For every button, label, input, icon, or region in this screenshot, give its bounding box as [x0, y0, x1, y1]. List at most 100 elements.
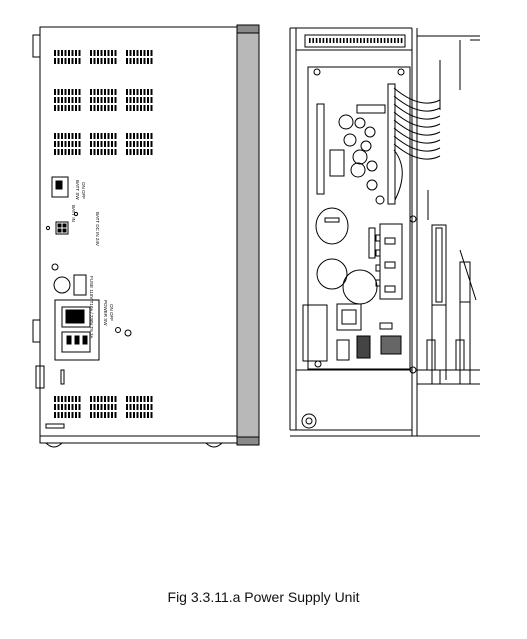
vent-slot: [104, 58, 106, 64]
vent-slot: [75, 58, 77, 64]
vent-slot: [97, 141, 99, 147]
vent-slot: [78, 404, 81, 410]
internal-view: [289, 27, 480, 437]
vent-slot: [363, 38, 365, 43]
vent-slot: [147, 149, 149, 155]
vent-slot: [394, 38, 396, 43]
vent-slot: [129, 396, 132, 402]
vent-slot: [140, 141, 142, 147]
vent-slot: [136, 58, 139, 64]
vent-slot: [68, 141, 70, 147]
battery-connector: [45, 211, 79, 235]
vent-slot: [339, 38, 342, 43]
vent-slot: [133, 58, 135, 64]
vent-slot: [64, 58, 67, 64]
vent-slot: [136, 97, 139, 103]
vent-slot: [104, 133, 106, 139]
vent-slot: [147, 105, 149, 111]
vent-slot: [61, 97, 63, 103]
vent-slot: [107, 58, 110, 64]
vent-slot: [140, 89, 142, 95]
vent-slot: [100, 105, 103, 111]
vent-slot: [75, 50, 77, 56]
vent-slot: [143, 133, 146, 139]
vent-slot: [107, 141, 110, 147]
vent-slot: [114, 133, 117, 139]
vent-slot: [97, 404, 99, 410]
vent-slot: [57, 97, 60, 103]
vent-slot: [129, 58, 132, 64]
vent-slot: [140, 133, 142, 139]
vent-slot: [150, 89, 153, 95]
vent-slot: [136, 396, 139, 402]
vent-slot: [133, 89, 135, 95]
vent-slot: [68, 50, 70, 56]
vent-slot: [126, 396, 128, 402]
vent-slot: [129, 404, 132, 410]
vent-slot: [90, 50, 92, 56]
vent-slot: [71, 58, 74, 64]
vent-slot: [383, 38, 386, 43]
vent-slot: [114, 89, 117, 95]
vent-slot: [97, 133, 99, 139]
vent-slot: [78, 396, 81, 402]
vent-slot: [129, 149, 132, 155]
vent-slot: [136, 149, 139, 155]
vent-slot: [104, 412, 106, 418]
vent-slot: [136, 133, 139, 139]
vent-slot: [114, 412, 117, 418]
vent-slot: [336, 38, 338, 43]
side-left-flange: [32, 34, 41, 58]
vent-slot: [97, 89, 99, 95]
vent-slot: [147, 97, 149, 103]
vent-slot: [90, 58, 92, 64]
vent-slot: [97, 412, 99, 418]
vent-slot: [126, 133, 128, 139]
vent-slot: [90, 149, 92, 155]
vent-slot: [78, 58, 81, 64]
side-slot: [60, 369, 65, 385]
vent-slot: [143, 50, 146, 56]
vent-slot: [140, 58, 142, 64]
on-off-label-2: ON OFF: [109, 304, 114, 321]
vent-slot: [111, 404, 113, 410]
vent-slot: [111, 105, 113, 111]
vent-slot: [64, 396, 67, 402]
vent-slot: [133, 404, 135, 410]
vent-slot: [111, 58, 113, 64]
on-off-label-1: ON OFF: [81, 182, 86, 199]
vent-slot: [114, 141, 117, 147]
vent-slot: [61, 141, 63, 147]
vent-slot: [68, 97, 70, 103]
vent-slot: [143, 58, 146, 64]
vent-slot: [57, 105, 60, 111]
vent-slot: [97, 105, 99, 111]
vent-slot: [68, 149, 70, 155]
vent-slot: [54, 58, 56, 64]
vent-slot: [71, 149, 74, 155]
vent-slot: [54, 149, 56, 155]
vent-slot: [140, 97, 142, 103]
side-view: [32, 24, 260, 448]
vent-slot: [100, 50, 103, 56]
vent-slot: [93, 404, 96, 410]
vent-slot: [373, 38, 376, 43]
vent-slot: [78, 50, 81, 56]
vent-slot: [90, 396, 92, 402]
vent-slot: [319, 38, 321, 43]
vent-slot: [126, 105, 128, 111]
vent-slot: [100, 141, 103, 147]
vent-slot: [353, 38, 355, 43]
vent-slot: [100, 97, 103, 103]
vent-slot: [129, 89, 132, 95]
vent-slot: [71, 97, 74, 103]
vent-slot: [129, 133, 132, 139]
vent-slot: [57, 396, 60, 402]
vent-slot: [61, 412, 63, 418]
vent-slot: [107, 50, 110, 56]
vent-slot: [126, 149, 128, 155]
vent-slot: [133, 105, 135, 111]
vent-slot: [136, 50, 139, 56]
vent-slot: [78, 89, 81, 95]
vent-slot: [71, 105, 74, 111]
